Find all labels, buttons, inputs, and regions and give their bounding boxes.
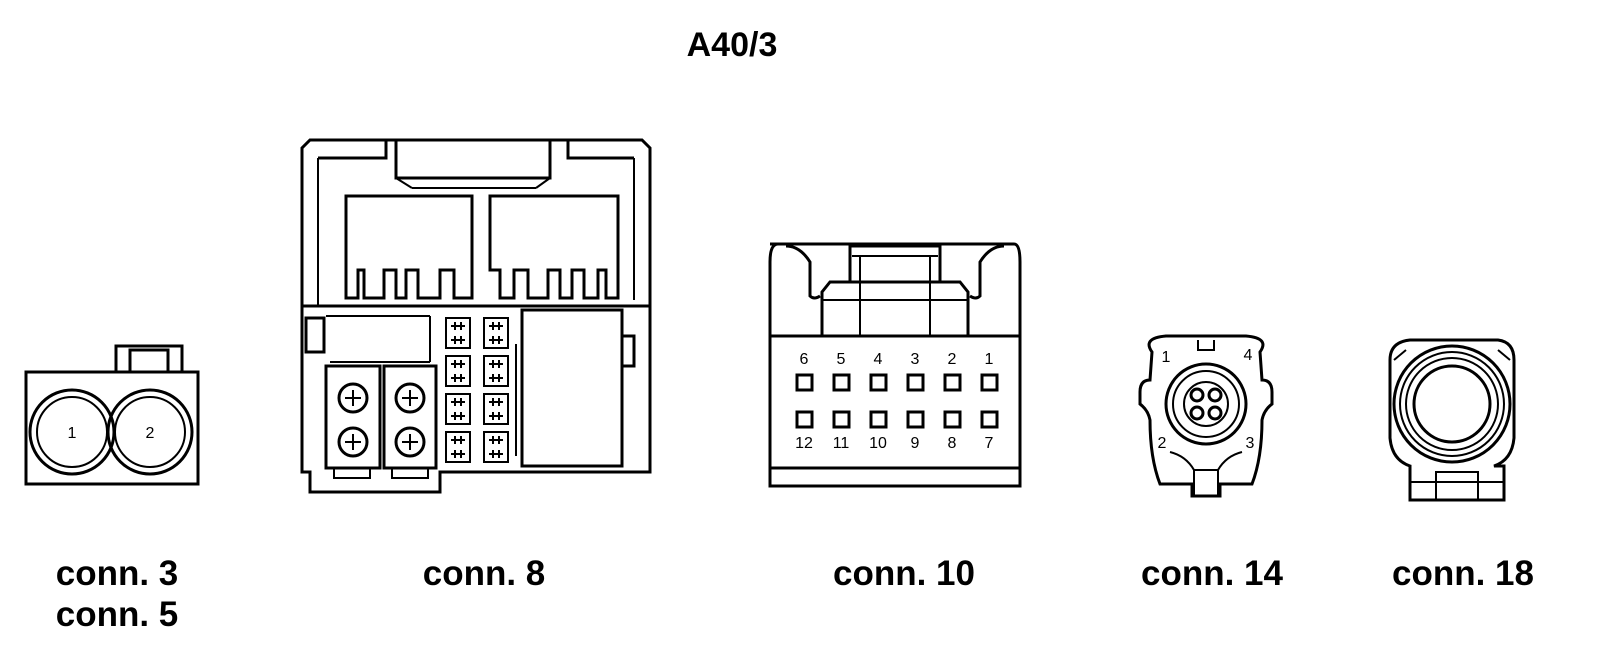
conn14-pin-label: 2 [1158, 435, 1167, 452]
conn10-pin-label: 11 [833, 435, 850, 452]
connector-14-drawing: 1 4 2 3 [1138, 334, 1274, 498]
conn10-pin-label: 8 [948, 435, 957, 452]
connector-18-drawing [1388, 338, 1516, 502]
connector-10-drawing: 6 5 4 3 2 1 12 11 10 9 8 7 [768, 242, 1022, 488]
conn10-pin-label: 9 [911, 435, 920, 452]
caption-conn-3: conn. 3 [56, 554, 179, 593]
conn14-pin-label: 4 [1244, 347, 1253, 364]
conn3-pin-label: 1 [68, 425, 77, 442]
conn3-pin-label: 2 [146, 425, 155, 442]
conn14-pin-label: 1 [1162, 349, 1171, 366]
conn10-pin-label: 7 [985, 435, 994, 452]
caption-conn-8: conn. 8 [423, 554, 546, 593]
conn10-pin-label: 3 [911, 351, 920, 368]
conn10-pin-label: 5 [837, 351, 846, 368]
conn10-pin-label: 2 [948, 351, 957, 368]
conn10-pin-label: 10 [869, 435, 887, 452]
caption-conn-18: conn. 18 [1392, 554, 1534, 593]
conn10-pin-label: 12 [795, 435, 813, 452]
conn10-pin-label: 4 [874, 351, 883, 368]
caption-conn-10: conn. 10 [833, 554, 975, 593]
caption-conn-5: conn. 5 [56, 595, 179, 634]
conn14-pin-label: 3 [1246, 435, 1255, 452]
connector-3-5-drawing: 1 2 [24, 344, 200, 486]
diagram-title: A40/3 [687, 26, 778, 64]
connector-8-drawing [300, 138, 652, 494]
conn10-pin-label: 6 [800, 351, 809, 368]
caption-conn-14: conn. 14 [1141, 554, 1284, 593]
conn10-pin-label: 1 [985, 351, 994, 368]
